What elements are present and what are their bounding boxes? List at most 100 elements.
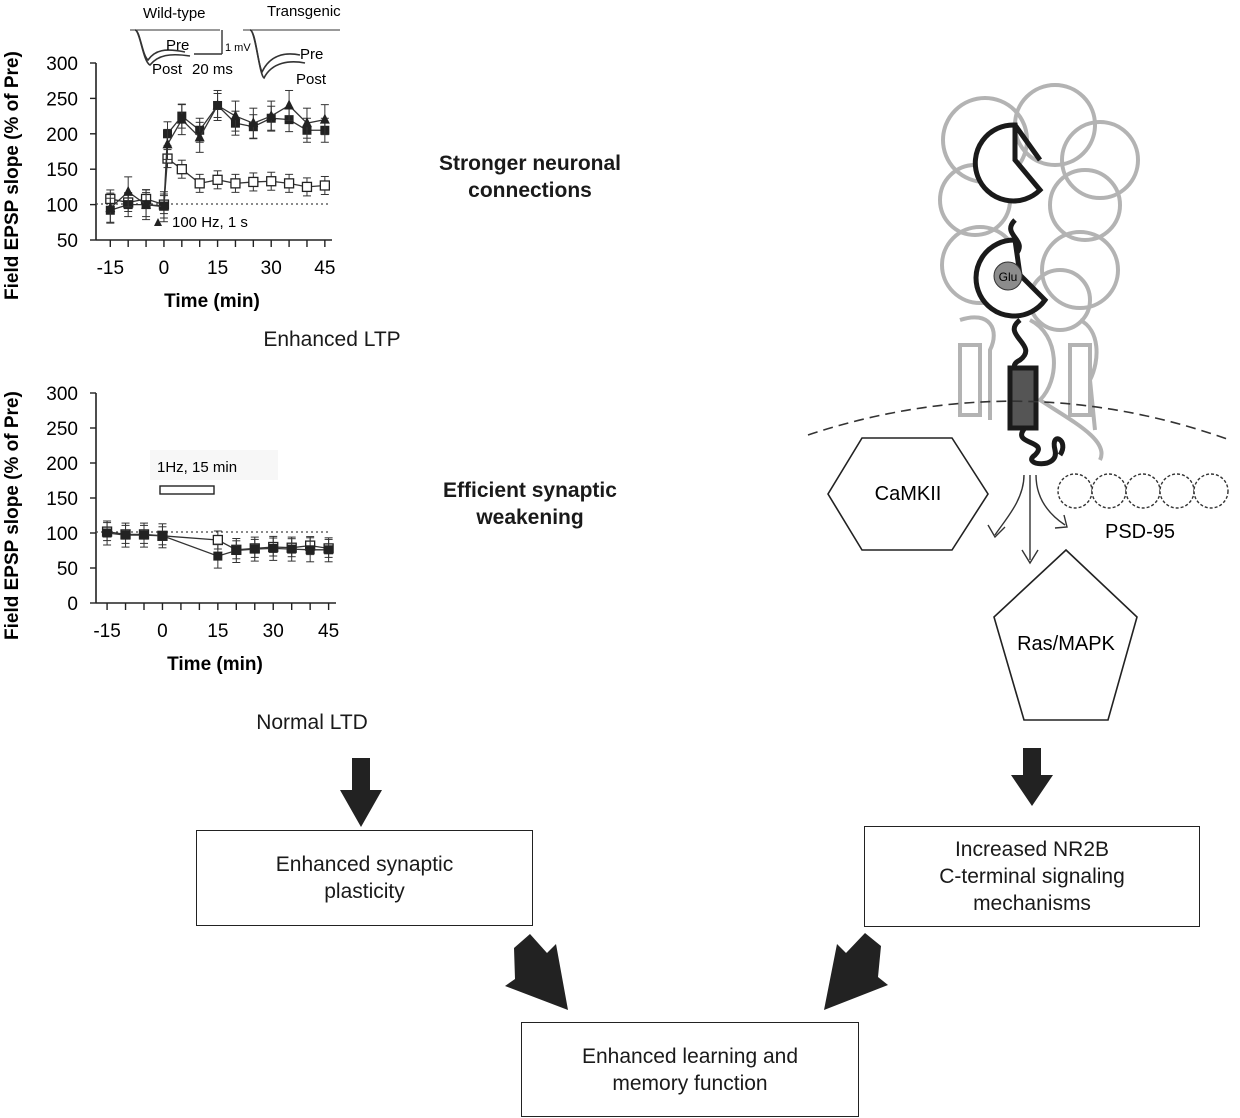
ltd-y-tick-label: 100 [46, 524, 78, 545]
ltp-point-filled-triangle [230, 110, 241, 121]
ltd-y-tick-label: 0 [67, 594, 78, 615]
ltd-point-filled-square [305, 545, 315, 555]
ltp-point-open-square [194, 178, 205, 189]
cell-membrane [807, 400, 1231, 441]
ltp-caption: Enhanced LTP [263, 328, 401, 351]
ltp-inset-traces [130, 29, 340, 80]
flow-arrows [340, 748, 1053, 1010]
glu-label: Glu [999, 270, 1018, 284]
ltp-point-filled-triangle [212, 99, 223, 110]
ltd-annotation: Efficient synaptic weakening [418, 477, 642, 531]
ltp-x-tick-label: 45 [314, 258, 335, 279]
ltd-point-filled-square [121, 530, 131, 540]
ltd-y-tick-label: 150 [46, 489, 78, 510]
ltd-point-filled-square [287, 544, 297, 554]
receptor-background-subunits [938, 83, 1140, 461]
camkii-hexagon [827, 437, 989, 551]
ltd-point-filled-square [324, 545, 334, 555]
plasticity-box-line-1: Enhanced synaptic [275, 853, 454, 876]
plasticity-box-line-2: plasticity [324, 880, 405, 903]
ltp-point-filled-triangle [319, 113, 330, 124]
ltd-point-filled-square [213, 551, 223, 561]
nr2b-box-line-3: mechanisms [973, 892, 1091, 915]
ltd-x-tick-label: 0 [157, 621, 168, 642]
learning-box-line-1: Enhanced learning and [581, 1044, 798, 1068]
ltd-point-filled-square [250, 544, 260, 554]
ltp-point-open-square [283, 178, 295, 189]
ltp-point-filled-triangle [162, 138, 173, 149]
ltd-point-filled-square [157, 531, 167, 541]
ltp-x-axis-label: Time (min) [164, 291, 260, 312]
arrow-ltd-to-plasticity [340, 758, 382, 827]
ltp-point-open-square [212, 174, 223, 185]
ltp-point-filled-triangle [141, 198, 152, 209]
ltd-y-tick-label: 50 [57, 559, 78, 580]
ltd-point-filled-square [268, 543, 278, 553]
ltd-x-tick-label: 45 [318, 621, 339, 642]
ltp-point-open-square [266, 176, 277, 187]
ltp-point-open-square [230, 178, 241, 189]
ltp-point-filled-triangle [248, 117, 259, 128]
ltd-point-filled-square [102, 528, 112, 538]
ltd-point-filled-square [139, 530, 149, 540]
inset-scale-voltage: 1 mV [225, 42, 251, 54]
ltp-point-open-square [176, 164, 187, 175]
nmda-receptor-diagram: Glu CaMKII PSD-95 Ras/MAPK [807, 83, 1231, 721]
ltp-x-tick-label: -15 [97, 258, 124, 279]
ltd-y-tick-label: 300 [46, 384, 78, 405]
ltp-point-open-square [319, 180, 330, 191]
arrow-nr2b-to-learning [824, 933, 888, 1010]
inset-transgenic: Transgenic [267, 3, 341, 20]
glu-ligand [993, 261, 1023, 291]
ltd-annotation-line-2: weakening [476, 506, 584, 529]
ltp-y-tick-label: 50 [57, 231, 78, 252]
ltp-annotation-line-1: Stronger neuronal [438, 152, 622, 175]
ltp-y-tick-label: 150 [46, 160, 78, 181]
ltp-chart: Wild-type Transgenic Pre Post 20 ms 1 mV… [2, 3, 341, 312]
nr2b-box-line-2: C-terminal signaling [939, 865, 1125, 888]
ltp-y-axis-label: Field EPSP slope (% of Pre) [2, 51, 23, 300]
ltp-point-filled-triangle [284, 99, 295, 110]
inset-wild-type: Wild-type [143, 5, 206, 22]
ltd-x-axis-label: Time (min) [167, 654, 263, 675]
plasticity-box: Enhanced synaptic plasticity [196, 830, 533, 926]
rasmapk-pentagon [993, 548, 1138, 721]
inset-pre-left: Pre [166, 37, 189, 54]
arrow-rasmapk-to-nr2b [1011, 748, 1053, 806]
inset-post-right: Post [296, 71, 327, 88]
ltp-point-open-square [248, 176, 259, 188]
ltp-point-filled-triangle [105, 202, 116, 213]
ltd-x-tick-label: 15 [207, 621, 228, 642]
arrow-plasticity-to-learning [505, 934, 568, 1010]
ltd-y-tick-label: 250 [46, 419, 78, 440]
ltp-point-open-square [301, 181, 313, 193]
receptor-nr2b-subunit [972, 122, 1066, 467]
ltp-annotation-line-2: connections [468, 179, 592, 202]
ltd-y-tick-label: 200 [46, 454, 78, 475]
ltp-x-tick-label: 30 [261, 258, 282, 279]
ltp-point-filled-triangle [176, 113, 187, 124]
rasmapk-label: Ras/MAPK [1017, 633, 1115, 655]
ltp-stim-label: 100 Hz, 1 s [172, 214, 248, 231]
inset-pre-right: Pre [300, 46, 323, 63]
ltd-label-bg [150, 450, 278, 480]
inset-scale-time: 20 ms [192, 61, 233, 78]
ltp-point-filled-triangle [123, 185, 134, 196]
ltp-point-filled-triangle [158, 200, 169, 211]
ltd-caption: Normal LTD [256, 711, 368, 734]
ltp-y-tick-label: 200 [46, 125, 78, 146]
ltd-y-axis-label: Field EPSP slope (% of Pre) [2, 391, 23, 640]
inset-post-left: Post [152, 61, 183, 78]
ltd-point-open-square [212, 534, 223, 546]
nr2b-box: Increased NR2B C-terminal signaling mech… [864, 826, 1200, 927]
ltd-point-filled-square [231, 546, 241, 555]
ltd-stim-bar [159, 485, 215, 495]
ltd-x-tick-label: 30 [263, 621, 284, 642]
learning-box: Enhanced learning and memory function [521, 1022, 859, 1117]
psd95-chain [1057, 473, 1229, 509]
learning-box-line-2: memory function [612, 1071, 768, 1095]
ltp-stim-marker [154, 218, 162, 226]
ltp-y-tick-label: 100 [46, 196, 78, 217]
